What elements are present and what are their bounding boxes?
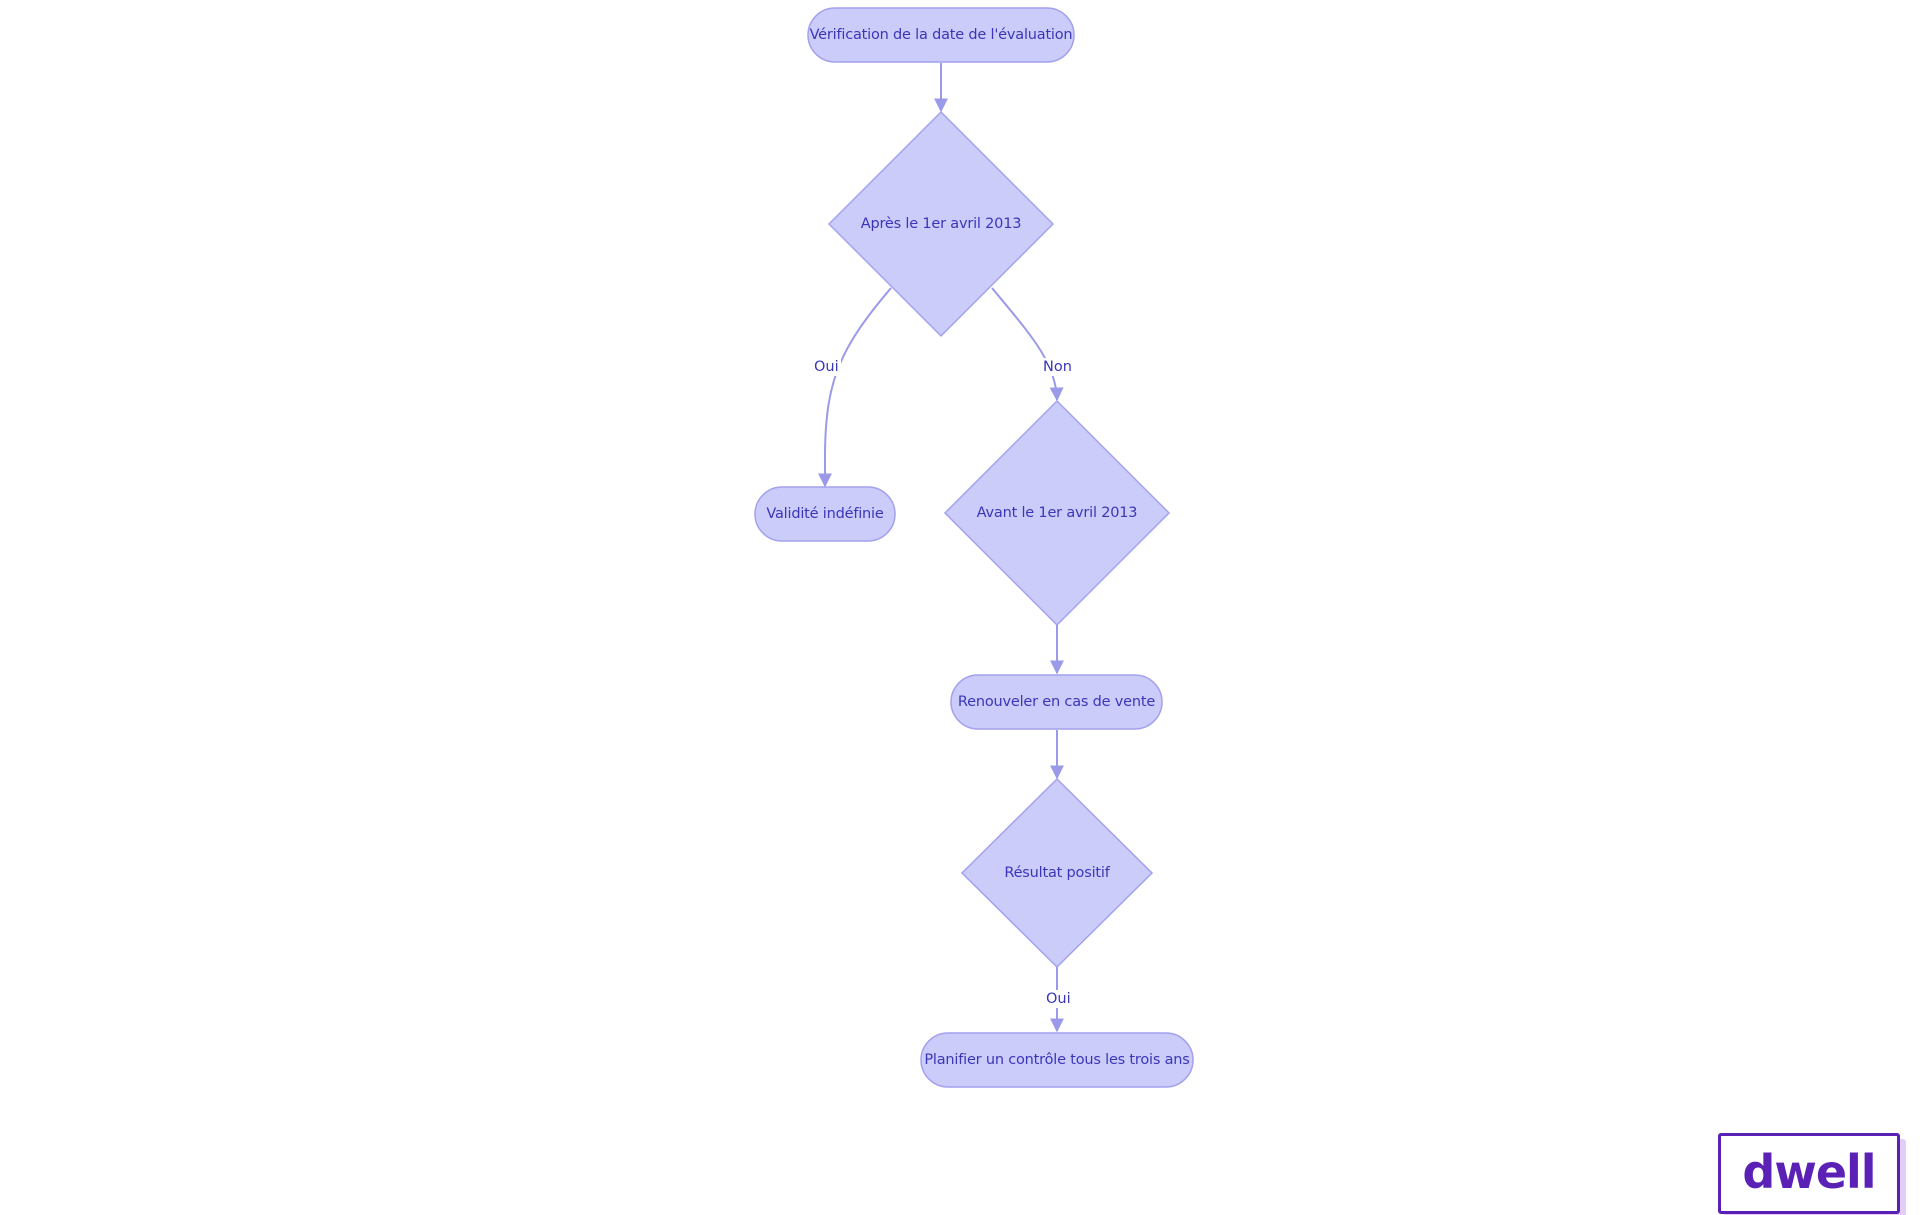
node-check-date[interactable]	[807, 7, 1075, 63]
node-renew-sale[interactable]	[950, 674, 1163, 730]
edge-after-to-indefinite	[818, 287, 892, 488]
node-schedule[interactable]	[920, 1032, 1194, 1088]
dwell-logo-text: dwell	[1742, 1144, 1876, 1199]
node-positive-diamond[interactable]	[960, 777, 1154, 969]
edge-label-yes-after: Oui	[812, 358, 841, 376]
node-after-april-diamond[interactable]	[827, 110, 1055, 338]
edge-after-to-before	[991, 287, 1064, 402]
dwell-logo: dwell	[1718, 1133, 1900, 1214]
node-indefinite[interactable]	[754, 486, 896, 542]
edge-label-no-after: Non	[1041, 358, 1074, 376]
node-before-april-diamond[interactable]	[943, 399, 1171, 627]
edge-label-yes-positive: Oui	[1044, 990, 1073, 1008]
